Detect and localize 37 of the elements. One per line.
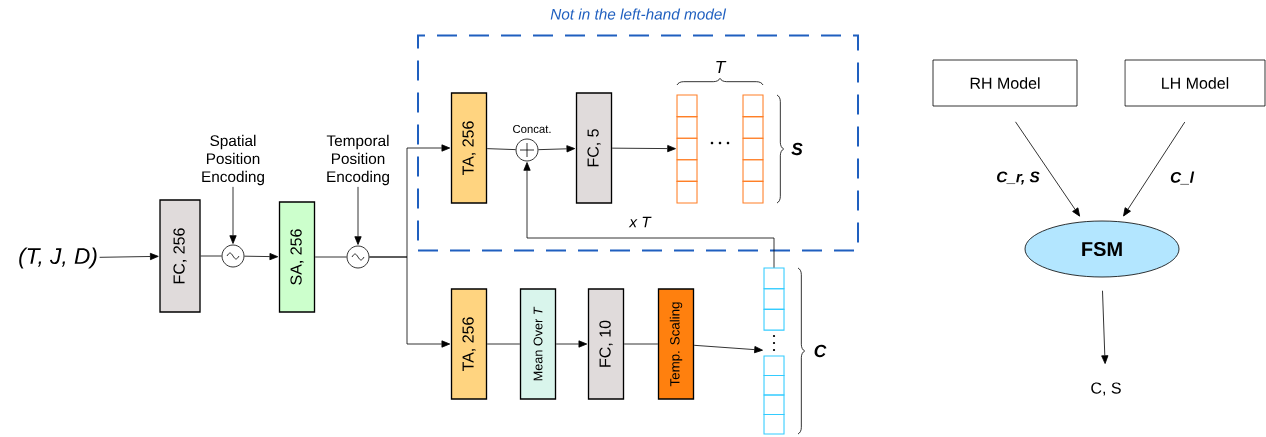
- encoding-circle: [346, 245, 370, 269]
- layer-box: TA, 256: [450, 288, 488, 400]
- edge-label: x T: [628, 215, 652, 229]
- brace-label: C: [814, 344, 827, 358]
- arrow: [1015, 121, 1081, 217]
- brace-label: S: [791, 142, 803, 156]
- encoding-circle: [221, 244, 245, 268]
- arrow: [693, 344, 763, 354]
- layer-box: TA, 256: [450, 92, 488, 204]
- layer-box: Temp. Scaling: [657, 288, 695, 400]
- arrow: [99, 252, 159, 261]
- model-box: LH Model: [1124, 59, 1266, 107]
- arrow: [354, 186, 362, 245]
- arrow: [1123, 121, 1186, 217]
- layer-box: SA, 256: [278, 201, 316, 313]
- layer-box: Mean Over T: [519, 288, 557, 400]
- layer-box: FC, 5: [575, 92, 613, 204]
- arrow: [538, 145, 576, 153]
- arrow: [244, 253, 279, 261]
- arrow: [1101, 290, 1109, 364]
- edge-label: C_l: [1168, 170, 1196, 186]
- arrow: [611, 145, 676, 153]
- arrow: [229, 186, 237, 244]
- encoding-label: Spatial Position Encoding: [202, 134, 264, 186]
- input-label: (T, J, D): [19, 247, 97, 269]
- layer-box: FC, 256: [159, 199, 201, 313]
- output-label: C, S: [1091, 382, 1121, 396]
- arrow: [555, 340, 588, 348]
- layer-box: FC, 10: [587, 288, 625, 400]
- brace-label: T: [716, 61, 727, 73]
- edge-label: C_r, S: [994, 170, 1042, 186]
- model-box: RH Model: [932, 59, 1078, 107]
- encoding-label: Temporal Position Encoding: [326, 134, 389, 186]
- arrow: [369, 256, 451, 348]
- circle-caption: Concat.: [513, 125, 551, 133]
- group-heading: Not in the left-hand model: [550, 8, 727, 20]
- arrow: [523, 162, 775, 268]
